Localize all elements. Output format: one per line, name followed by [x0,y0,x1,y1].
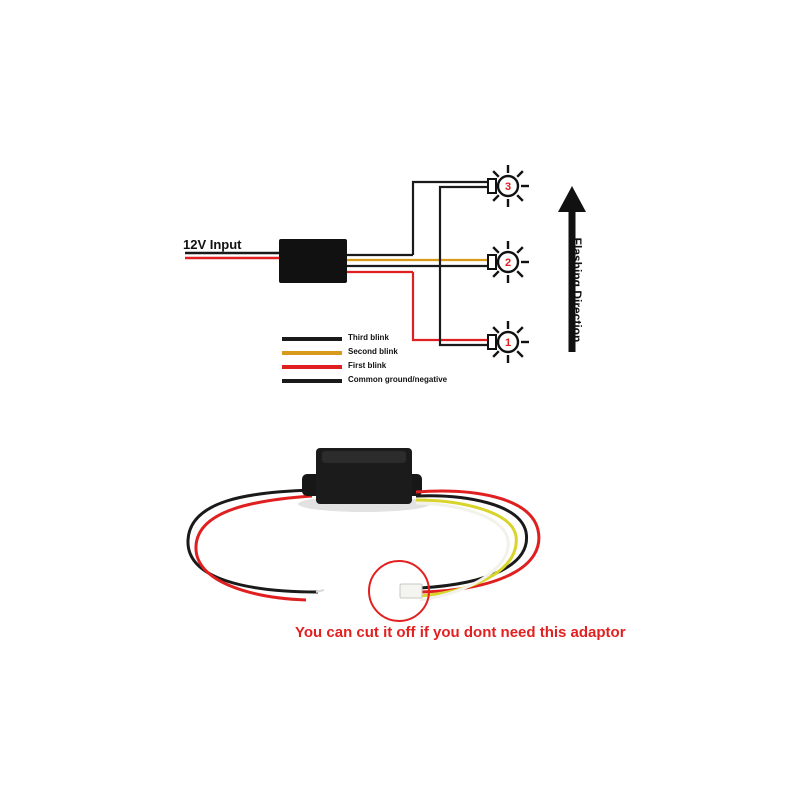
lamp-ray [516,246,524,254]
controller-box [279,239,347,283]
lamp-socket [487,334,497,350]
photo-wire-right-black [415,494,529,590]
photo-connector [399,583,423,599]
lamp-ray [516,326,524,334]
lamp-ray [492,326,500,334]
lamps: 3 2 1 [487,165,529,363]
wire-to-lamp-1 [411,272,488,342]
legend-label-first: First blink [348,361,387,370]
lamp-ray [492,270,500,278]
lamp-ray [516,350,524,358]
photo-wire-right-white [415,501,510,602]
lamp-bulb [496,174,520,198]
photo-caption: You can cut it off if you dont need this… [295,624,626,641]
legend-label-third: Third blink [348,333,389,342]
adaptor-highlight-circle [368,560,430,622]
lamp-bulb [496,250,520,274]
ground-bus-up [438,185,488,266]
lamp-2: 2 [487,241,529,283]
legend [282,337,342,383]
photo-module [298,448,430,512]
wire-to-lamp-3 [411,180,488,255]
photo-wire-left-red [194,494,313,602]
lamp-ray [516,170,524,178]
lamp-ray [492,350,500,358]
lamp-number: 1 [505,337,511,349]
lamp-ray [492,170,500,178]
schematic: 3 2 1 [185,165,586,383]
lamp-ray [492,246,500,254]
product-photo [186,448,541,622]
lamp-ray [516,194,524,202]
photo-wire-right-red [415,489,541,594]
lamp-socket [487,178,497,194]
flashing-direction-label: Flashing Direction [570,237,584,343]
direction-arrow-head [558,186,586,212]
lamp-1: 1 [487,321,529,363]
input-label: 12V Input [183,237,242,252]
legend-label-second: Second blink [348,347,398,356]
module-highlight [322,451,406,463]
lamp-ray [492,194,500,202]
lamp-socket [487,254,497,270]
lamp-number: 3 [505,181,511,193]
lamp-ray [516,270,524,278]
lamp-bulb [496,330,520,354]
ground-bus-down [438,266,488,347]
lamp-number: 2 [505,257,511,269]
photo-wire-left-tip [315,589,325,593]
legend-label-ground: Common ground/negative [348,375,448,384]
photo-wire-left-black [186,488,319,594]
lamp-3: 3 [487,165,529,207]
